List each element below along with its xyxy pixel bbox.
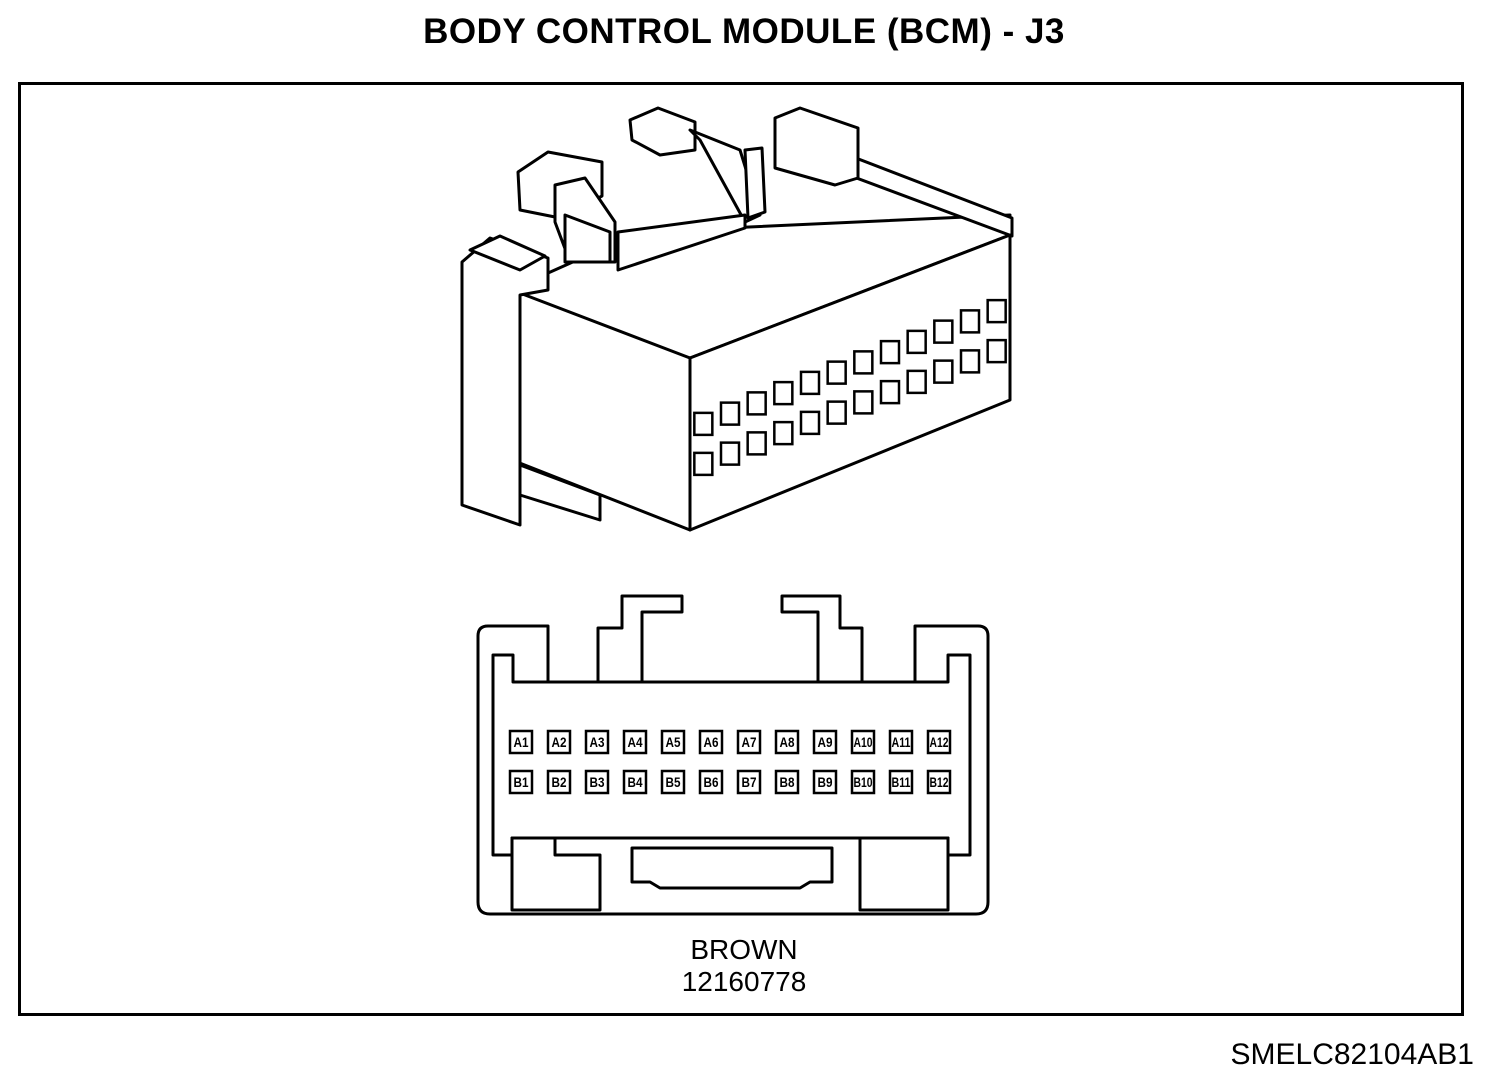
pin-cell-a4 <box>622 729 648 755</box>
iso-pin-window <box>879 339 901 365</box>
iso-pin-window <box>719 401 741 426</box>
iso-pin-window <box>799 410 821 436</box>
pin-label-a5: A5 <box>666 734 681 750</box>
pin-label-a1: A1 <box>514 734 529 750</box>
pin-label-b12: B12 <box>930 774 949 790</box>
pin-cell-a3 <box>584 729 610 755</box>
pin-label-a9: A9 <box>818 734 833 750</box>
pin-cell-a2 <box>546 729 572 755</box>
pin-cell-a10 <box>850 729 876 755</box>
pin-cell-b7 <box>736 769 762 795</box>
pin-label-a11: A11 <box>892 734 911 750</box>
iso-pin-window <box>719 441 741 466</box>
pin-cell-b9 <box>812 769 838 795</box>
pin-cell-b2 <box>546 769 572 795</box>
iso-pin-window <box>933 319 954 344</box>
iso-pin-window <box>959 349 981 374</box>
pin-label-a6: A6 <box>704 734 719 750</box>
pin-label-b5: B5 <box>666 774 681 790</box>
pin-label-b9: B9 <box>818 774 833 790</box>
pin-label-a3: A3 <box>590 734 605 750</box>
pin-cell-a1 <box>508 729 534 755</box>
pin-label-b1: B1 <box>514 774 529 790</box>
pin-cell-a5 <box>660 729 686 755</box>
pin-cell-a9 <box>812 729 838 755</box>
pin-cell-a6 <box>698 729 724 755</box>
pin-cell-b11 <box>888 769 914 795</box>
pin-label-a8: A8 <box>780 734 795 750</box>
iso-pin-window <box>986 298 1007 324</box>
diagram-frame <box>18 82 1464 1016</box>
pin-label-b10: B10 <box>854 774 873 790</box>
pin-label-a4: A4 <box>628 734 643 750</box>
connector-color-label: BROWN <box>690 934 798 965</box>
pin-label-a10: A10 <box>854 734 873 750</box>
iso-pin-window <box>986 338 1007 364</box>
iso-pin-window <box>693 451 714 477</box>
iso-pin-window <box>853 350 874 375</box>
pin-cell-b6 <box>698 769 724 795</box>
pin-cell-a7 <box>736 729 762 755</box>
pin-cell-b4 <box>622 769 648 795</box>
pin-label-b7: B7 <box>742 774 757 790</box>
iso-pin-window <box>799 370 821 396</box>
iso-pin-window <box>773 420 794 446</box>
pin-cell-b8 <box>774 769 800 795</box>
iso-pin-window <box>879 379 901 405</box>
pin-cell-a8 <box>774 729 800 755</box>
connector-part-number: 12160778 <box>681 966 807 997</box>
pin-label-a7: A7 <box>742 734 757 750</box>
iso-pin-window <box>906 329 927 355</box>
iso-pin-window <box>959 309 981 334</box>
pin-label-b11: B11 <box>892 774 911 790</box>
iso-pin-window <box>746 391 767 416</box>
iso-pin-window <box>826 360 847 385</box>
iso-pin-window <box>746 431 767 456</box>
pin-label-a2: A2 <box>552 734 567 750</box>
pin-cell-b10 <box>850 769 876 795</box>
figure-code: SMELC82104AB1 <box>1230 1038 1475 1071</box>
iso-pin-window <box>853 390 874 415</box>
iso-pin-window <box>693 411 714 437</box>
pin-cell-b3 <box>584 769 610 795</box>
pin-label-b2: B2 <box>552 774 567 790</box>
pin-label-b8: B8 <box>780 774 795 790</box>
pin-label-b3: B3 <box>590 774 605 790</box>
pin-cell-b5 <box>660 769 686 795</box>
pin-cell-a11 <box>888 729 914 755</box>
pin-cell-a12 <box>926 729 952 755</box>
iso-pin-window <box>773 380 794 406</box>
pin-cell-b12 <box>926 769 952 795</box>
pin-label-b6: B6 <box>704 774 719 790</box>
diagram-title: BODY CONTROL MODULE (BCM) - J3 <box>423 12 1065 51</box>
iso-pin-window <box>826 400 847 425</box>
pin-label-a12: A12 <box>930 734 949 750</box>
iso-pin-window <box>933 359 954 384</box>
pin-cell-b1 <box>508 769 534 795</box>
pin-label-b4: B4 <box>628 774 643 790</box>
iso-pin-window <box>906 369 927 395</box>
